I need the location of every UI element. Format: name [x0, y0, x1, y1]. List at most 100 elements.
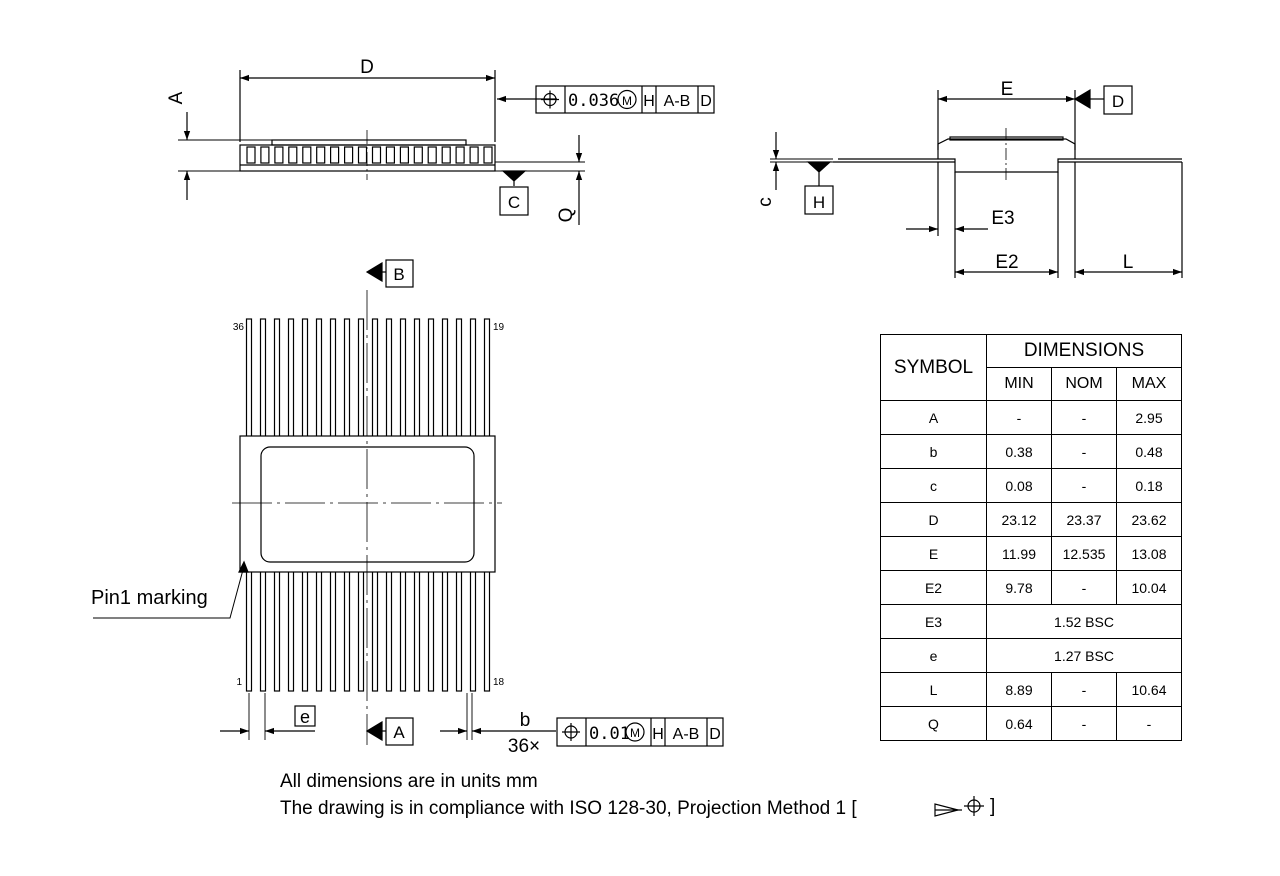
- symbol-header: SYMBOL: [880, 334, 987, 401]
- lead-side: [469, 146, 479, 164]
- datum-A-label: A: [393, 723, 405, 742]
- min-cell: 0.08: [986, 468, 1052, 503]
- lead-top: [413, 318, 421, 438]
- lead-side: [483, 146, 493, 164]
- lead-bottom: [413, 570, 421, 692]
- lead-side: [413, 146, 423, 164]
- lead-bottom: [455, 570, 463, 692]
- dim-e-label: e: [300, 707, 310, 727]
- lead-top: [259, 318, 267, 438]
- dim-E-label: E: [1001, 79, 1014, 100]
- fcf-bottom: 0.01 M H A-B D: [556, 717, 724, 747]
- projection-note: The drawing is in compliance with ISO 12…: [280, 798, 857, 819]
- min-cell: 23.12: [986, 502, 1052, 537]
- lead-bottom: [469, 570, 477, 692]
- lead-side: [371, 146, 382, 164]
- dimensions-header: DIMENSIONS: [986, 334, 1182, 368]
- svg-text:0.01: 0.01: [589, 724, 630, 744]
- max-cell: 0.18: [1116, 468, 1182, 503]
- dim-b-label: b: [520, 710, 531, 731]
- datum-H-label: H: [813, 193, 825, 212]
- min-cell: 9.78: [986, 570, 1052, 605]
- min-cell: -: [986, 400, 1052, 435]
- max-cell: 13.08: [1116, 536, 1182, 571]
- lead-top: [455, 318, 463, 438]
- pin1-marking-label: Pin1 marking: [91, 587, 208, 609]
- max-cell: 2.95: [1116, 400, 1182, 435]
- lead-bottom: [427, 570, 435, 692]
- lead-bottom: [301, 570, 309, 692]
- symbol-cell: c: [880, 468, 987, 503]
- lead-top: [287, 318, 295, 438]
- lead-side: [288, 146, 298, 164]
- lead-top: [427, 318, 435, 438]
- lead-side: [427, 146, 437, 164]
- end-view: [770, 85, 1183, 278]
- max-cell: 10.04: [1116, 570, 1182, 605]
- lead-bottom: [385, 570, 393, 692]
- lead-top: [329, 318, 337, 438]
- nom-cell: -: [1051, 468, 1117, 503]
- symbol-cell: A: [880, 400, 987, 435]
- min-cell: 0.64: [986, 706, 1052, 741]
- col-header-min: MIN: [986, 367, 1052, 401]
- lead-top: [301, 318, 309, 438]
- lead-side: [260, 146, 270, 164]
- lead-side: [441, 146, 451, 164]
- lead-side: [344, 146, 354, 164]
- lead-bottom: [287, 570, 295, 692]
- lead-top: [399, 318, 407, 438]
- datum-B-label: B: [393, 265, 404, 284]
- svg-text:A-B: A-B: [664, 93, 691, 110]
- lead-bottom: [259, 570, 267, 692]
- lead-bottom: [399, 570, 407, 692]
- lead-side: [274, 146, 284, 164]
- lead-bottom: [371, 570, 379, 692]
- max-cell: 23.62: [1116, 502, 1182, 537]
- lead-top: [371, 318, 379, 438]
- lead-top: [273, 318, 281, 438]
- svg-text:H: H: [643, 93, 655, 110]
- min-cell: 0.38: [986, 434, 1052, 469]
- dim-E2-label: E2: [995, 252, 1018, 273]
- lead-top: [469, 318, 477, 438]
- svg-text:H: H: [652, 726, 664, 743]
- nom-cell: -: [1051, 672, 1117, 707]
- nom-cell: 12.535: [1051, 536, 1117, 571]
- svg-text:M: M: [622, 94, 632, 108]
- svg-text:A-B: A-B: [673, 726, 700, 743]
- max-cell: 0.48: [1116, 434, 1182, 469]
- symbol-cell: E3: [880, 604, 987, 639]
- lead-top: [343, 318, 351, 438]
- units-note: All dimensions are in units mm: [280, 771, 538, 792]
- datum-D-label: D: [1112, 92, 1124, 111]
- projection-bracket-close: ]: [990, 796, 995, 817]
- lead-top: [385, 318, 393, 438]
- dim-c-label: c: [755, 197, 776, 207]
- max-cell: -: [1116, 706, 1182, 741]
- lead-bottom: [273, 570, 281, 692]
- symbol-cell: b: [880, 434, 987, 469]
- symbol-cell: E2: [880, 570, 987, 605]
- dim-L-label: L: [1123, 252, 1134, 273]
- nom-cell: -: [1051, 706, 1117, 741]
- dim-Q-label: Q: [556, 208, 577, 223]
- lead-side: [246, 146, 256, 164]
- top-view: [93, 259, 556, 746]
- lead-bottom: [441, 570, 449, 692]
- dim-E3-label: E3: [991, 208, 1014, 229]
- lead-side: [455, 146, 465, 164]
- span-cell: 1.27 BSC: [986, 638, 1182, 673]
- nom-cell: -: [1051, 434, 1117, 469]
- pin-18-label: 18: [493, 677, 505, 688]
- lead-side: [385, 146, 395, 164]
